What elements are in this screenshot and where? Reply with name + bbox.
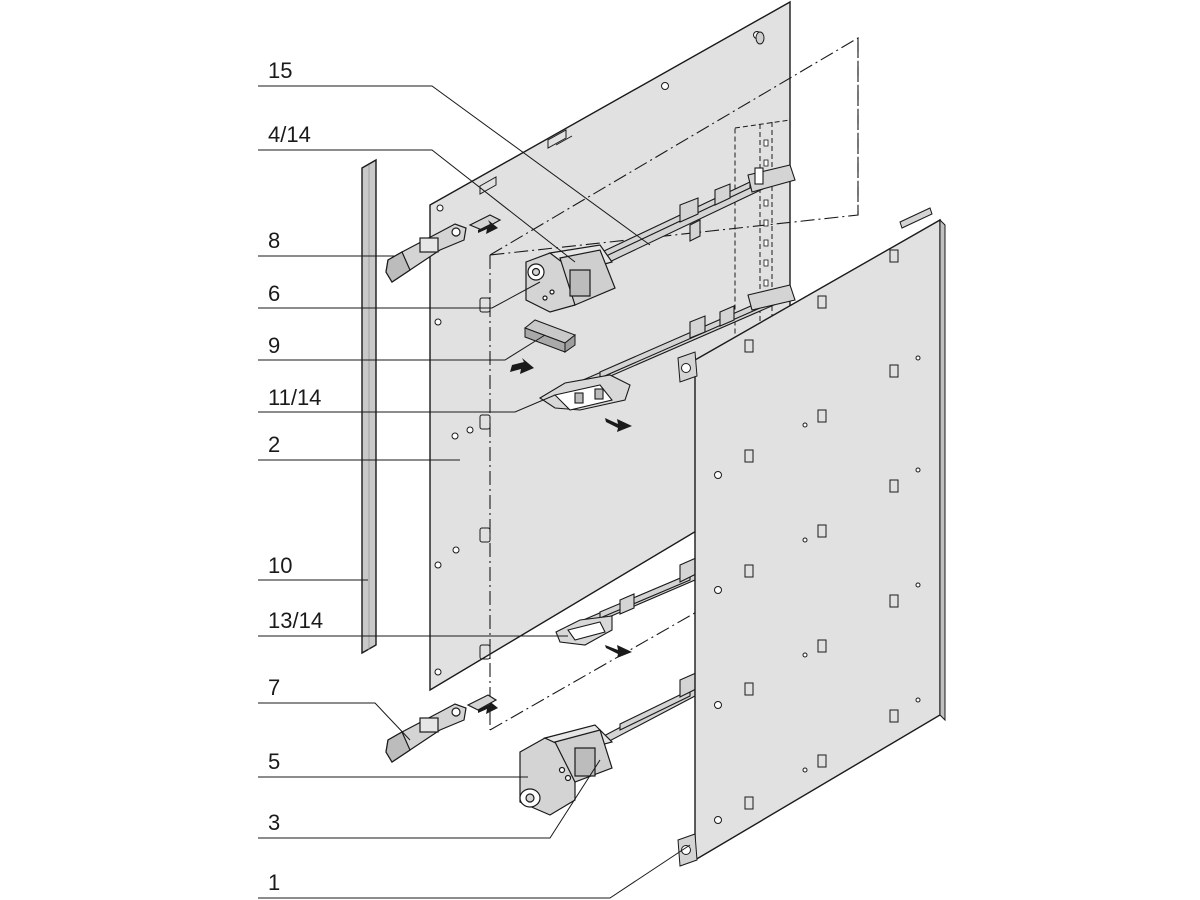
direction-arrows xyxy=(478,220,632,714)
callout-6: 6 xyxy=(268,281,281,306)
callout-7: 7 xyxy=(268,675,281,700)
callout-9: 9 xyxy=(268,333,281,358)
leader-15 xyxy=(258,85,651,246)
leader-9 xyxy=(258,334,546,361)
leader-1 xyxy=(258,844,691,899)
leader-11-14 xyxy=(258,394,556,413)
leader-4-14 xyxy=(258,149,576,263)
mounting-frame-outline xyxy=(489,37,859,731)
insert-piece xyxy=(524,319,576,353)
top-lock-unit xyxy=(525,244,616,313)
leader-3 xyxy=(258,759,601,839)
front-cover-panel xyxy=(677,207,946,867)
callout-15: 15 xyxy=(268,58,293,83)
callout-8: 8 xyxy=(268,228,281,253)
leader-6 xyxy=(258,281,541,309)
bottom-rail xyxy=(599,672,697,747)
lower-rail xyxy=(555,557,697,646)
callout-5: 5 xyxy=(268,749,281,774)
bottom-lock-unit xyxy=(519,724,614,816)
callout-10: 10 xyxy=(268,553,293,578)
leader-7 xyxy=(258,702,411,741)
callout-2: 2 xyxy=(268,432,281,457)
callout-4-14: 4/14 xyxy=(268,122,311,147)
callout-3: 3 xyxy=(268,810,281,835)
sealing-strip xyxy=(361,158,377,655)
leader-lines xyxy=(258,85,691,899)
callout-1: 1 xyxy=(268,870,281,895)
middle-rail xyxy=(538,284,796,411)
top-latch xyxy=(385,214,502,283)
callout-11-14: 11/14 xyxy=(268,385,322,410)
callout-13-14: 13/14 xyxy=(268,608,324,633)
bottom-latch xyxy=(385,694,498,763)
